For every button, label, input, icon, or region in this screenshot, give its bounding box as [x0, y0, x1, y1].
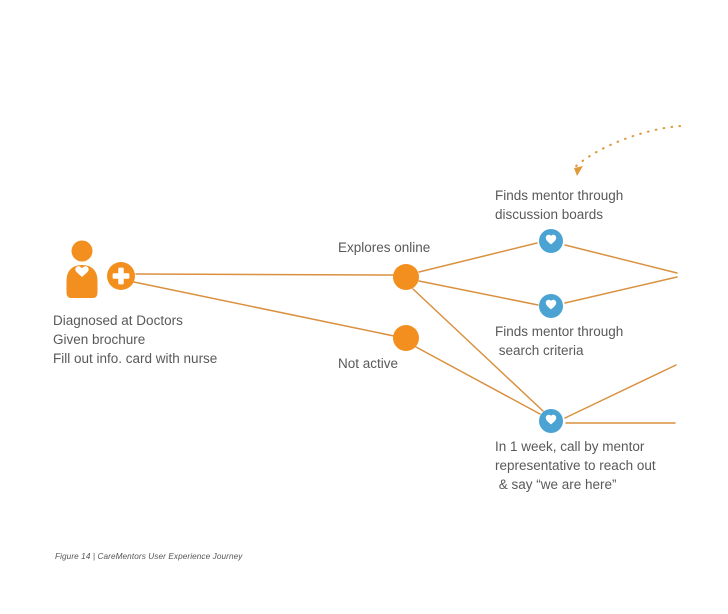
node-explores-online[interactable]: [393, 264, 419, 290]
node-not-active[interactable]: [393, 325, 419, 351]
edge-explores-to-callback: [412, 288, 544, 412]
edge-search-to-right: [564, 276, 678, 304]
edge-plus-to-notactive: [133, 281, 395, 337]
label-not-active: Not active: [338, 356, 399, 371]
label-diagnosis: Diagnosed at Doctors Given brochure Fill…: [53, 313, 218, 366]
label-search-criteria: Finds mentor through search criteria: [495, 324, 624, 358]
edge-notactive-to-callback: [415, 346, 541, 415]
edge-plus-to-explores: [135, 273, 394, 276]
edge-callback-to-right-upper: [564, 364, 677, 419]
label-callback: In 1 week, call by mentor representative…: [495, 439, 656, 492]
label-explores-online: Explores online: [338, 240, 431, 255]
node-mentor-search[interactable]: [539, 294, 563, 318]
figure-caption: Figure 14 | CareMentors User Experience …: [55, 552, 243, 561]
dotted-curved-arrow: [573, 124, 682, 176]
edge-group: [133, 242, 678, 424]
edge-explores-to-search: [418, 280, 539, 306]
person-with-heart-icon: [66, 240, 98, 298]
edge-discussion-to-right: [564, 244, 678, 274]
label-discussion-boards: Finds mentor through discussion boards: [495, 188, 624, 222]
edge-explores-to-discussion: [418, 242, 538, 273]
node-mentor-discussion[interactable]: [539, 229, 563, 253]
node-mentor-callback[interactable]: [539, 409, 563, 433]
plus-circle-icon[interactable]: [107, 262, 135, 290]
